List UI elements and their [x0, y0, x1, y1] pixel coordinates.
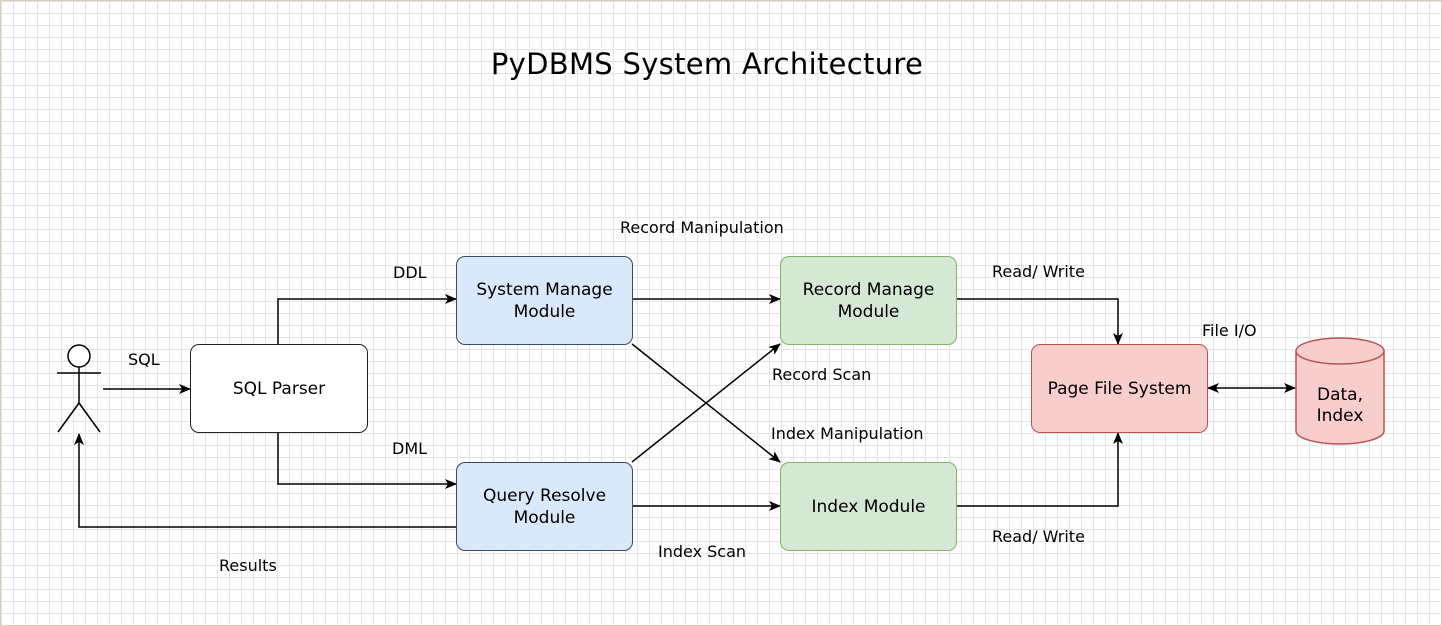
label-record-scan: Record Scan: [772, 365, 872, 384]
edge-record-scan: [631, 343, 781, 463]
label-ddl: DDL: [393, 263, 427, 282]
edge-ddl: [277, 294, 457, 344]
label-file-io: File I/O: [1202, 321, 1257, 340]
system-manage-module-node: System Manage Module: [456, 256, 633, 345]
edge-read-write-bottom: [956, 432, 1123, 507]
query-resolve-module-label: Query Resolve Module: [482, 485, 607, 528]
query-resolve-module-node: Query Resolve Module: [456, 462, 633, 551]
diagram-title: PyDBMS System Architecture: [490, 47, 924, 81]
edge-dml: [277, 433, 457, 489]
sql-parser-label: SQL Parser: [232, 378, 326, 399]
database-cylinder-icon: [1295, 337, 1385, 445]
record-manage-module-node: Record Manage Module: [780, 256, 957, 345]
label-index-manipulation: Index Manipulation: [771, 424, 924, 443]
system-manage-module-label: System Manage Module: [476, 279, 613, 322]
index-module-label: Index Module: [811, 496, 926, 517]
edge-read-write-top: [956, 298, 1123, 345]
index-module-node: Index Module: [780, 462, 957, 551]
user-actor-icon: [57, 344, 101, 433]
edge-results: [74, 433, 456, 528]
label-results: Results: [219, 556, 277, 575]
label-sql: SQL: [128, 350, 160, 369]
label-index-scan: Index Scan: [658, 542, 747, 561]
label-read-write-bottom: Read/ Write: [992, 527, 1085, 546]
record-manage-module-label: Record Manage Module: [802, 279, 935, 322]
page-file-system-node: Page File System: [1031, 344, 1208, 433]
storage-label: Data, Index: [1316, 385, 1364, 426]
label-read-write-top: Read/ Write: [992, 262, 1085, 281]
label-record-manipulation: Record Manipulation: [620, 218, 784, 237]
label-dml: DML: [392, 439, 428, 458]
page-file-system-label: Page File System: [1047, 378, 1192, 399]
sql-parser-node: SQL Parser: [190, 344, 368, 433]
